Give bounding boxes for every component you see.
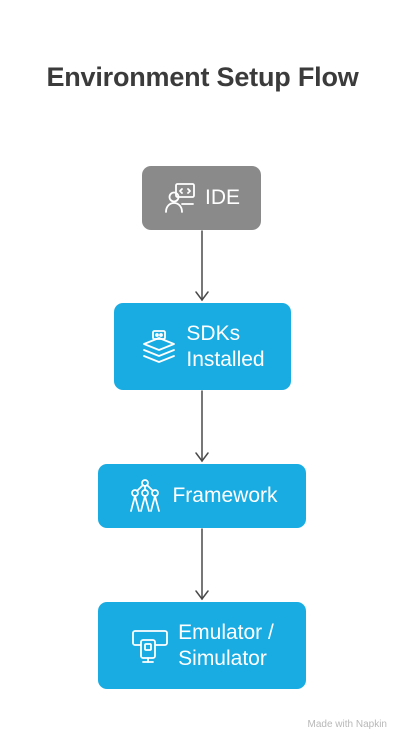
node-sdks-label: SDKs Installed	[186, 322, 265, 371]
node-ide: IDE	[142, 166, 261, 230]
connector-sdks-to-framework	[195, 390, 209, 463]
structure-network-icon	[126, 477, 164, 515]
diagram-title: Environment Setup Flow	[46, 62, 359, 92]
made-with-footer: Made with Napkin	[307, 719, 387, 730]
node-sdks-installed: SDKs Installed	[114, 303, 291, 390]
node-emulator-simulator: Emulator / Simulator	[98, 602, 306, 689]
connector-ide-to-sdks	[195, 230, 209, 302]
connector-framework-to-emulator	[195, 528, 209, 601]
node-emulator-label: Emulator / Simulator	[178, 621, 274, 670]
developer-at-computer-icon	[163, 181, 197, 215]
node-ide-label: IDE	[204, 186, 240, 210]
node-framework: Framework	[98, 464, 306, 528]
node-framework-label: Framework	[172, 484, 278, 508]
device-emulator-icon	[130, 626, 170, 666]
stacked-layers-icon	[140, 328, 178, 366]
